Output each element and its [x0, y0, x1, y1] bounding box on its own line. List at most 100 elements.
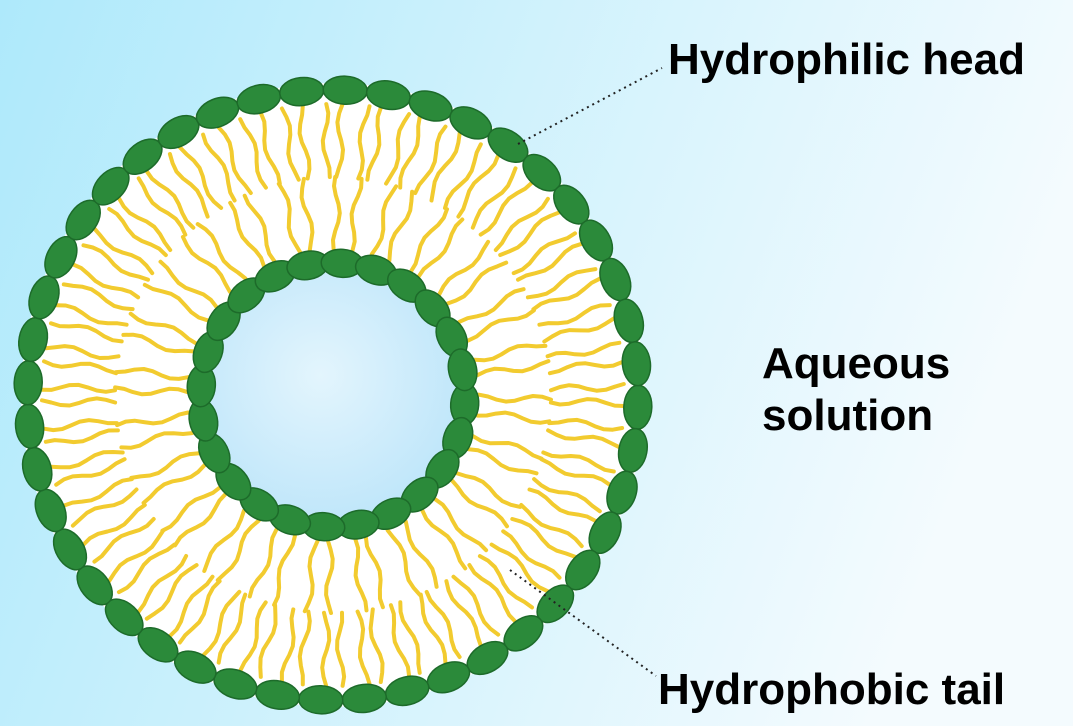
- outer-tail: [547, 360, 625, 376]
- outer-tail: [335, 610, 347, 688]
- outer-tail: [549, 382, 626, 393]
- outer-tail: [498, 210, 562, 257]
- outer-tail: [49, 321, 124, 344]
- outer-tail: [43, 428, 120, 445]
- outer-tail: [167, 574, 215, 638]
- outer-tail: [71, 262, 141, 300]
- inner-tail: [471, 434, 544, 461]
- outer-tail: [279, 607, 296, 684]
- outer-tail: [478, 180, 534, 237]
- inner-tail: [142, 282, 210, 323]
- inner-tail: [114, 367, 191, 381]
- outer-tail: [42, 359, 119, 376]
- outer-tail: [297, 103, 312, 181]
- inner-tail: [416, 217, 465, 279]
- outer-tail: [54, 303, 129, 327]
- outer-tail: [541, 450, 616, 474]
- outer-tail: [201, 589, 242, 658]
- outer-tail: [489, 542, 550, 594]
- outer-tail: [365, 105, 383, 182]
- inner-head: [447, 348, 478, 392]
- outer-tail: [334, 102, 345, 179]
- outer-tail: [477, 554, 534, 610]
- outer-tail: [216, 592, 248, 665]
- inner-tail: [466, 447, 539, 476]
- outer-tail: [81, 243, 150, 282]
- outer-tail: [216, 125, 253, 195]
- outer-tail: [177, 579, 222, 645]
- outer-tail: [92, 517, 156, 564]
- inner-tail: [158, 259, 219, 309]
- outer-tail: [42, 418, 119, 433]
- outer-tail: [418, 592, 448, 666]
- outer-tail: [413, 124, 448, 196]
- outer-tail: [511, 231, 577, 276]
- inner-tail: [363, 535, 385, 610]
- inner-tail: [202, 508, 246, 573]
- inner-tail: [299, 176, 315, 253]
- inner-tail: [444, 260, 509, 306]
- outer-tail: [532, 477, 602, 514]
- inner-tail: [324, 538, 335, 615]
- outer-tail: [92, 226, 155, 276]
- outer-tail: [456, 153, 501, 219]
- inner-tail: [466, 308, 536, 343]
- outer-tail: [501, 529, 562, 580]
- inner-tail: [173, 492, 228, 548]
- aqueous-solution-label: Aqueous solution: [762, 338, 950, 442]
- outer-tail: [384, 112, 412, 186]
- inner-tail: [472, 343, 548, 363]
- outer-tail: [424, 589, 462, 659]
- outer-tail: [429, 131, 462, 203]
- inner-aqueous-core: [209, 271, 457, 519]
- inner-head-layer: [186, 248, 480, 542]
- outer-tail: [388, 603, 412, 678]
- aqueous-label-line2: solution: [762, 391, 934, 440]
- outer-tail: [320, 610, 332, 688]
- inner-tail: [141, 462, 207, 505]
- aqueous-label-line1: Aqueous: [762, 339, 951, 388]
- outer-tail: [444, 579, 483, 648]
- hydrophobic-tails-group: [40, 102, 626, 688]
- outer-tail: [258, 603, 278, 679]
- outer-head: [621, 341, 652, 387]
- outer-tail: [107, 207, 168, 258]
- inner-tail: [403, 519, 439, 589]
- outer-tail: [167, 152, 210, 219]
- inner-tail: [408, 207, 449, 274]
- outer-tail: [178, 145, 224, 210]
- outer-tail: [539, 457, 612, 487]
- inner-tail: [215, 518, 261, 583]
- inner-tail: [247, 527, 279, 599]
- outer-tail: [531, 276, 602, 312]
- outer-tail: [54, 457, 127, 487]
- inner-tail: [242, 193, 277, 264]
- outer-tail: [527, 487, 598, 523]
- outer-tail: [547, 417, 625, 432]
- inner-tail: [128, 311, 199, 346]
- outer-tail: [61, 477, 134, 508]
- inner-tail: [437, 239, 491, 297]
- outer-tail: [368, 607, 385, 684]
- outer-tail: [136, 176, 188, 237]
- outer-tail: [144, 169, 196, 230]
- outer-tail: [49, 450, 125, 470]
- outer-tail: [510, 517, 577, 559]
- inner-tail: [477, 392, 553, 404]
- outer-tail: [470, 166, 518, 230]
- outer-tail: [61, 282, 135, 312]
- outer-tail: [201, 132, 237, 203]
- outer-head-layer: [13, 75, 653, 715]
- inner-tail: [119, 431, 194, 450]
- outer-tail: [355, 609, 372, 686]
- inner-tail: [369, 184, 399, 257]
- outer-tail: [81, 503, 147, 547]
- hydrophobic-tail-label: Hydrophobic tail: [658, 665, 1006, 714]
- outer-tail: [107, 529, 165, 583]
- outer-tail: [238, 117, 268, 190]
- inner-tail: [160, 485, 222, 533]
- outer-tail: [320, 102, 332, 179]
- outer-tail: [116, 196, 173, 252]
- inner-tail: [115, 410, 190, 428]
- inner-tail: [272, 534, 297, 607]
